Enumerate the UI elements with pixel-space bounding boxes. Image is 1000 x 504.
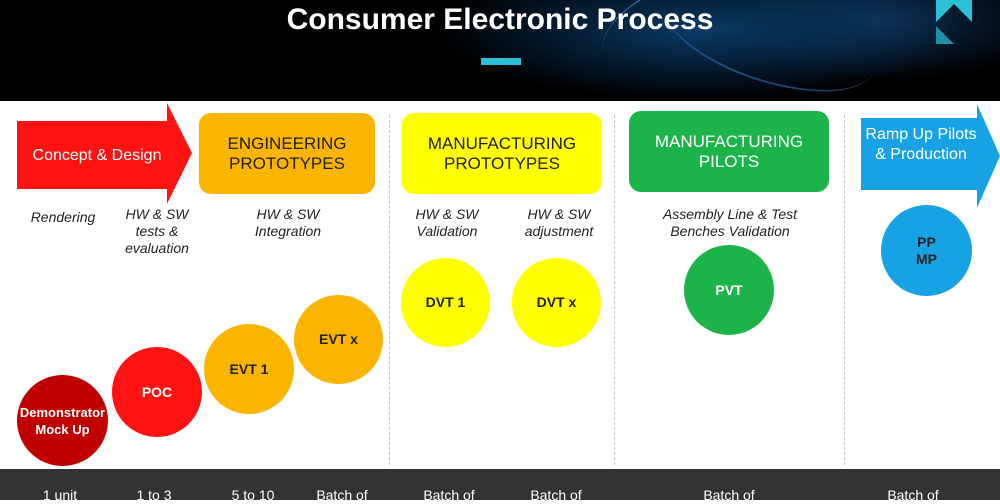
note-assembly-line: Assembly Line & Test Benches Validation	[662, 206, 798, 239]
arrow-shape	[17, 103, 192, 204]
page-title: Consumer Electronic Process	[286, 3, 714, 36]
milestone-evtx-label: EVT x	[319, 331, 358, 347]
quantity-label: 5 to 10	[231, 487, 275, 503]
milestone-poc: POC	[112, 347, 202, 437]
note-hw-sw-integration: HW & SW Integration	[254, 206, 322, 239]
phase-divider	[844, 115, 845, 465]
note-hw-sw-tests: HW & SW tests & evaluation	[125, 206, 189, 256]
quantity-label: 1 unit	[42, 487, 78, 503]
phase-engineering-box: ENGINEERING PROTOTYPES	[199, 113, 375, 194]
milestone-evt1-label: EVT 1	[229, 360, 269, 377]
arrow-shape	[861, 104, 1000, 208]
note-rendering: Rendering	[30, 209, 96, 225]
phase-divider	[614, 115, 615, 465]
quantity-label: Batch of	[530, 487, 582, 503]
phase-rampup-label: Ramp Up Pilots & Production	[865, 126, 977, 163]
logo-icon	[936, 0, 972, 44]
milestone-pvt-label: PVT	[715, 281, 743, 298]
phase-concept-arrow: Concept & Design	[17, 103, 192, 204]
milestone-dvtx: DVT x	[512, 258, 601, 347]
phase-divider	[389, 115, 390, 465]
quantity-label: Batch of	[316, 487, 368, 503]
note-hw-sw-validation: HW & SW Validation	[415, 206, 479, 239]
milestone-evt1: EVT 1	[204, 324, 294, 414]
note-hw-sw-adjustment: HW & SW adjustment	[524, 206, 594, 239]
phase-mfg-prototypes-label: MANUFACTURING PROTOTYPES	[427, 133, 577, 173]
phase-mfg-prototypes-box: MANUFACTURING PROTOTYPES	[402, 113, 602, 194]
quantity-label: Batch of	[887, 487, 939, 503]
header-banner: Consumer Electronic Process	[0, 0, 1000, 101]
milestone-evtx: EVT x	[294, 295, 383, 384]
phase-rampup-arrow: Ramp Up Pilots & Production	[861, 104, 1000, 208]
milestone-poc-label: POC	[141, 383, 173, 400]
phase-engineering-label: ENGINEERING PROTOTYPES	[227, 133, 347, 173]
quantity-label: Batch of	[703, 487, 755, 503]
milestone-dvt1-label: DVT 1	[425, 294, 466, 310]
milestone-dvtx-label: DVT x	[536, 294, 577, 310]
quantity-label: 1 to 3	[136, 487, 172, 503]
quantity-label: Batch of	[423, 487, 475, 503]
milestone-ppmp-label: PP MP	[916, 233, 937, 267]
milestone-ppmp: PP MP	[881, 205, 972, 296]
phase-concept-label: Concept & Design	[32, 147, 162, 164]
phase-mfg-pilots-label: MANUFACTURING PILOTS	[654, 131, 804, 171]
milestone-demonstrator-label: Demonstrator Mock Up	[19, 404, 106, 437]
footer-bar	[0, 469, 1000, 500]
milestone-dvt1: DVT 1	[401, 258, 490, 347]
milestone-pvt: PVT	[684, 245, 774, 335]
phase-mfg-pilots-box: MANUFACTURING PILOTS	[629, 111, 829, 192]
accent-bar	[481, 58, 521, 65]
milestone-demonstrator: Demonstrator Mock Up	[17, 375, 108, 466]
